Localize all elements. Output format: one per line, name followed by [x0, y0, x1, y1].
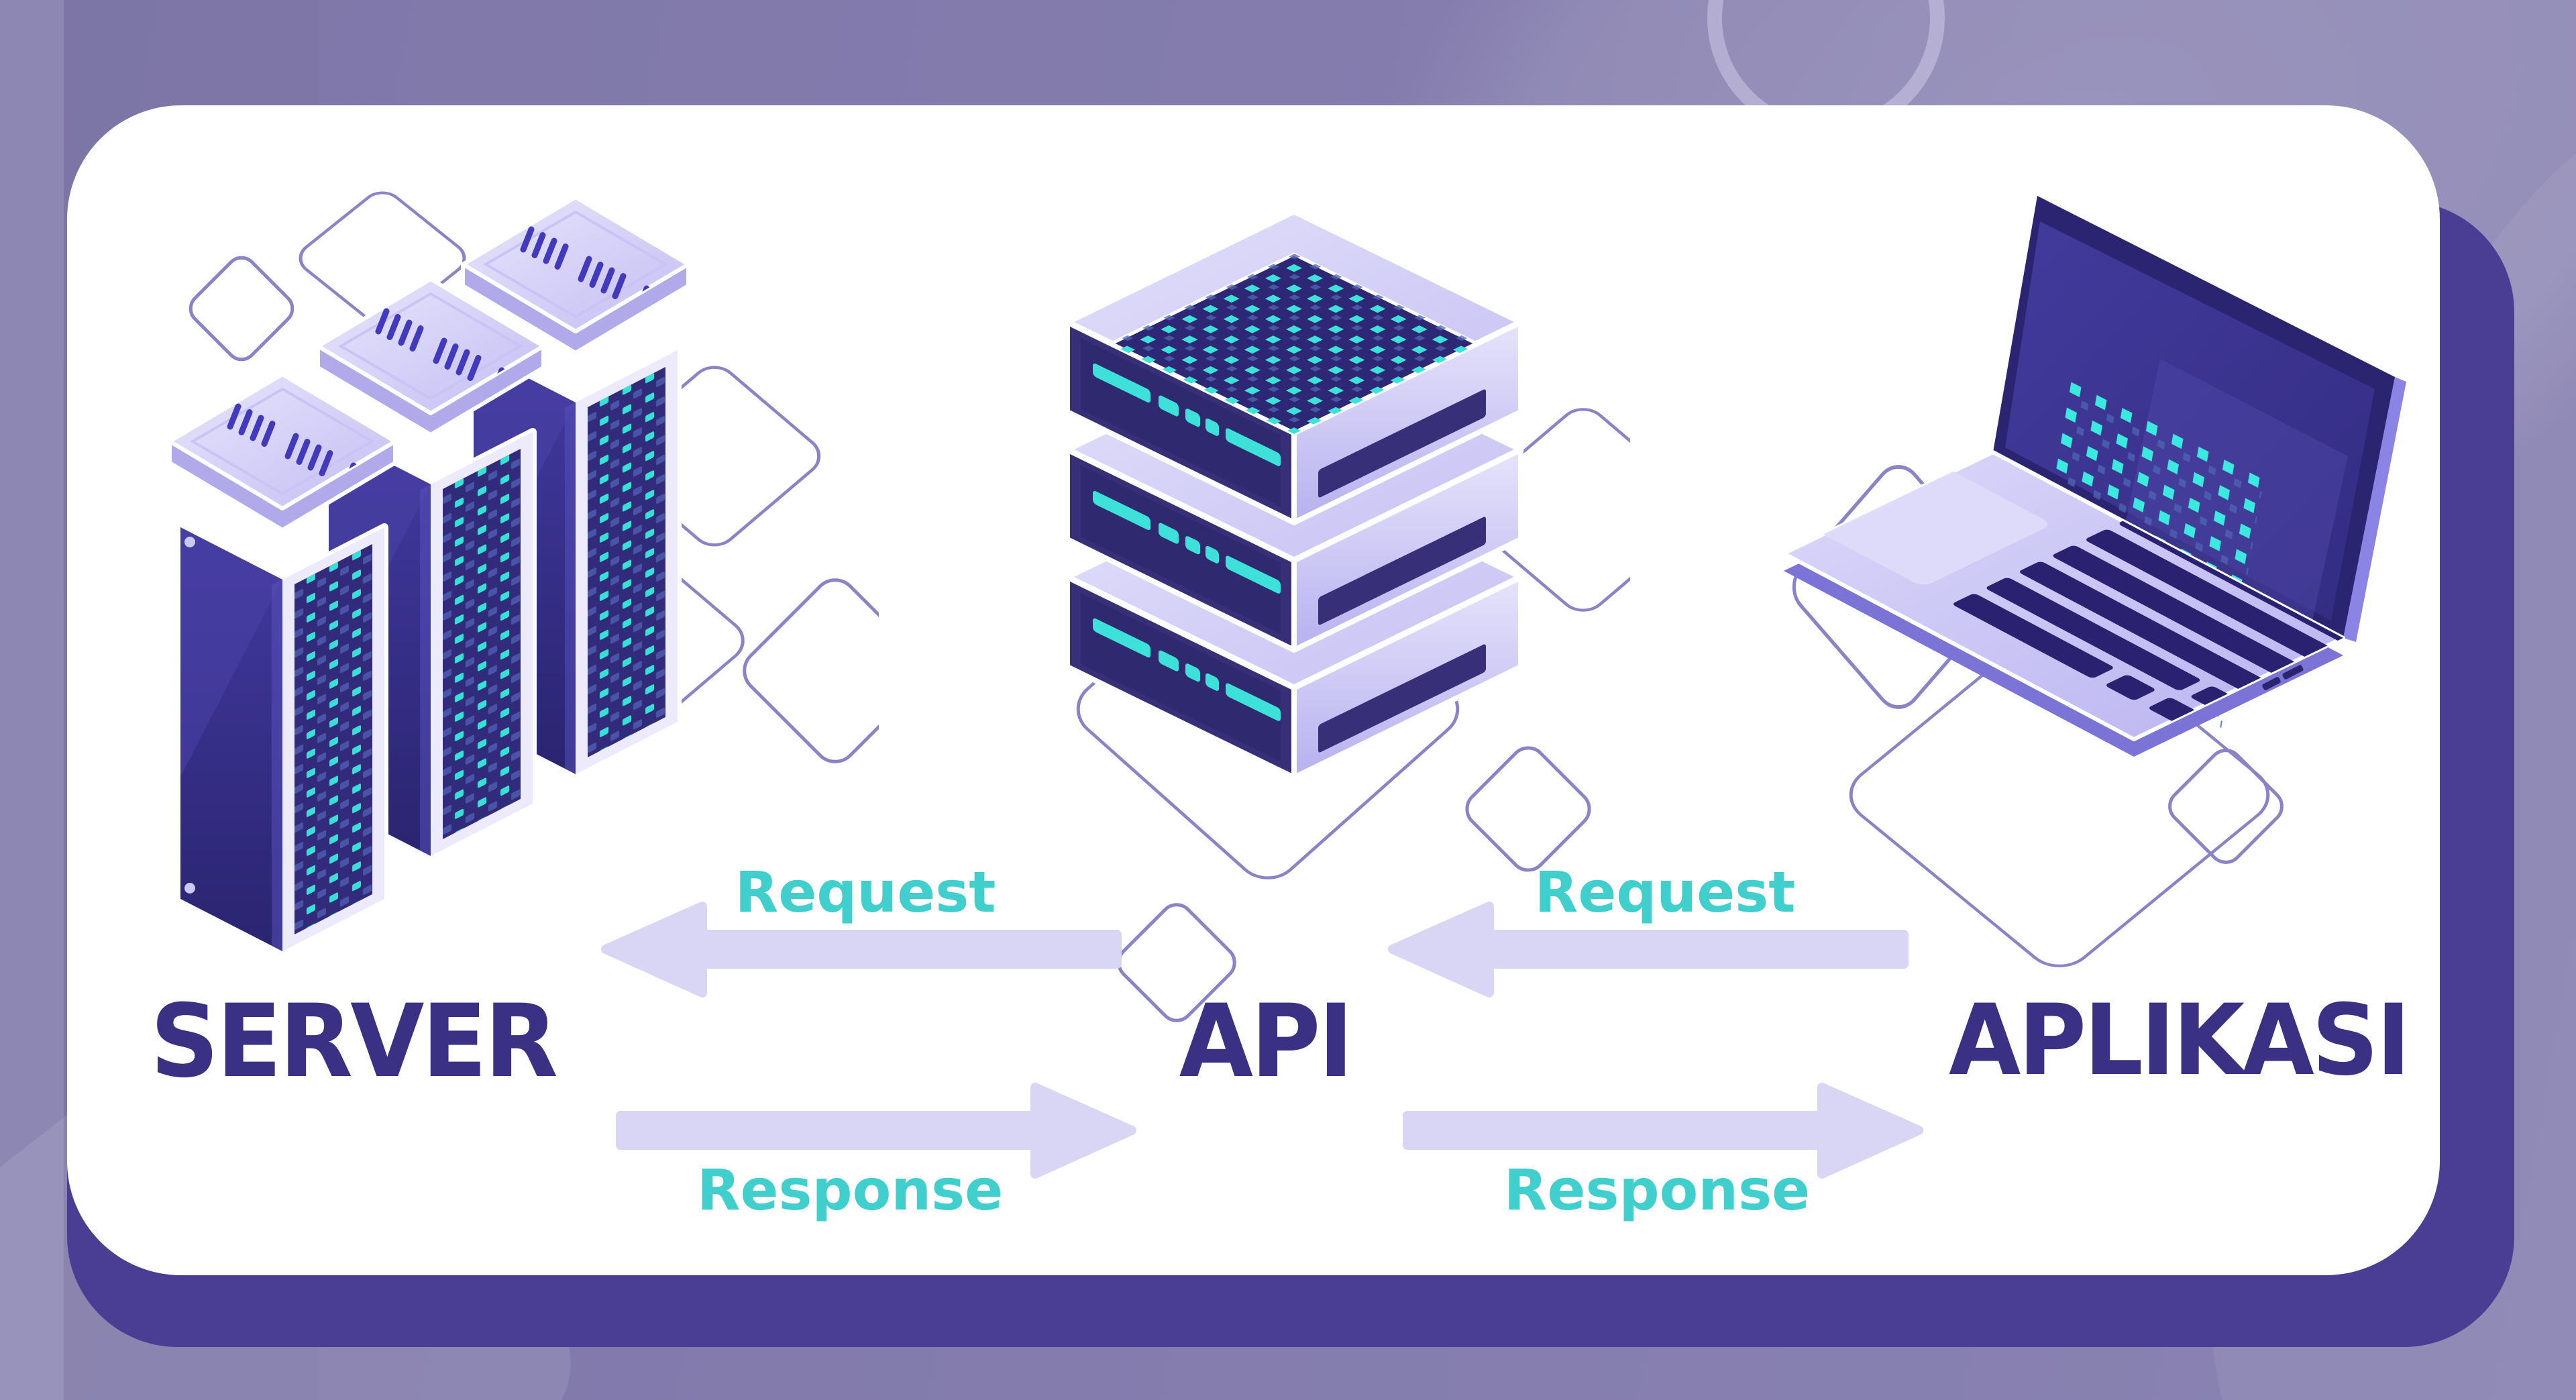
flow-label-request-left: Request: [735, 859, 996, 925]
server-tower-front: [170, 374, 395, 951]
node-label-aplikasi: APLIKASI: [1948, 983, 2411, 1097]
flow-label-response-left: Response: [696, 1157, 1004, 1223]
laptop-illustration: [1782, 196, 2406, 967]
response-arrow-right-icon: [1403, 1083, 1923, 1179]
node-label-api: API: [1179, 983, 1354, 1100]
server-racks-illustration: [107, 191, 879, 1003]
node-label-server: SERVER: [150, 983, 558, 1100]
background-left-strip: [0, 0, 64, 1400]
api-layer-top: [1067, 211, 1521, 523]
request-arrow-left-icon: [601, 902, 1122, 998]
request-arrow-left-icon: [1388, 902, 1909, 998]
flow-label-request-right: Request: [1534, 859, 1796, 925]
flow-label-response-right: Response: [1503, 1157, 1811, 1223]
response-arrow-right-icon: [616, 1083, 1136, 1179]
api-stack-illustration: [959, 188, 1630, 1022]
